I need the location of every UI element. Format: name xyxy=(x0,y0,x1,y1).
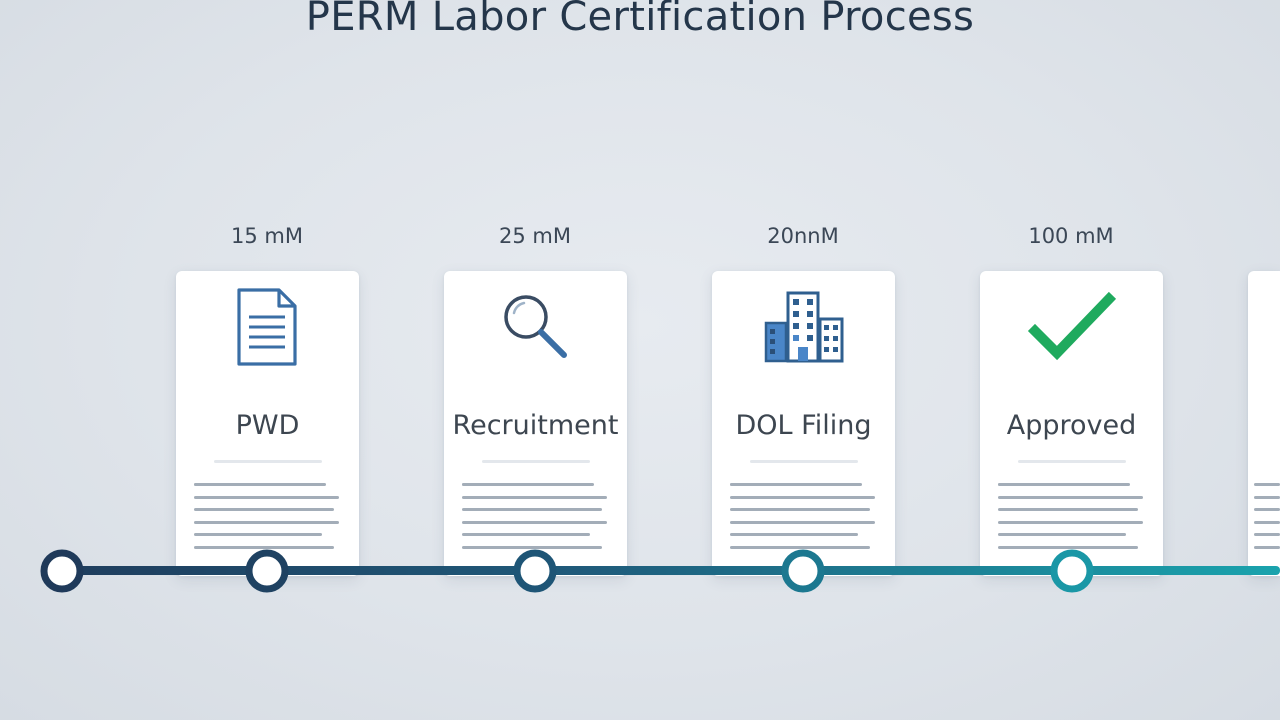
card-divider xyxy=(750,460,858,463)
building-icon xyxy=(712,285,895,369)
step-label-approved: Approved xyxy=(1006,410,1137,441)
card-divider xyxy=(1018,460,1126,463)
page-title: PERM Labor Certification Process xyxy=(305,0,975,40)
step-card-dol-filing[interactable] xyxy=(712,271,895,576)
timeline-bar xyxy=(60,566,1280,575)
step-card-approved[interactable] xyxy=(980,271,1163,576)
card-text-lines xyxy=(730,483,880,558)
step-card-partial[interactable] xyxy=(1248,271,1280,576)
step-card-recruitment[interactable] xyxy=(444,271,627,576)
step-duration-dol-filing: 20nnM xyxy=(767,224,839,248)
step-label-recruitment: Recruitment xyxy=(452,410,619,441)
document-icon xyxy=(176,285,359,369)
checkmark-icon xyxy=(980,285,1163,369)
timeline-node-approved[interactable] xyxy=(1050,549,1094,593)
timeline-node-start[interactable] xyxy=(40,549,84,593)
timeline-node-dol-filing[interactable] xyxy=(781,549,825,593)
timeline-node-pwd[interactable] xyxy=(245,549,289,593)
step-label-pwd: PWD xyxy=(235,410,300,441)
step-duration-recruitment: 25 mM xyxy=(499,224,571,248)
step-duration-approved: 100 mM xyxy=(1028,224,1114,248)
card-text-lines xyxy=(998,483,1148,558)
magnifier-icon xyxy=(444,285,627,369)
card-text-lines xyxy=(1254,483,1280,558)
step-duration-pwd: 15 mM xyxy=(231,224,303,248)
card-divider xyxy=(482,460,590,463)
step-card-pwd[interactable] xyxy=(176,271,359,576)
card-text-lines xyxy=(462,483,612,558)
timeline-node-recruitment[interactable] xyxy=(513,549,557,593)
step-label-dol-filing: DOL Filing xyxy=(735,410,872,441)
card-text-lines xyxy=(194,483,344,558)
card-divider xyxy=(214,460,322,463)
